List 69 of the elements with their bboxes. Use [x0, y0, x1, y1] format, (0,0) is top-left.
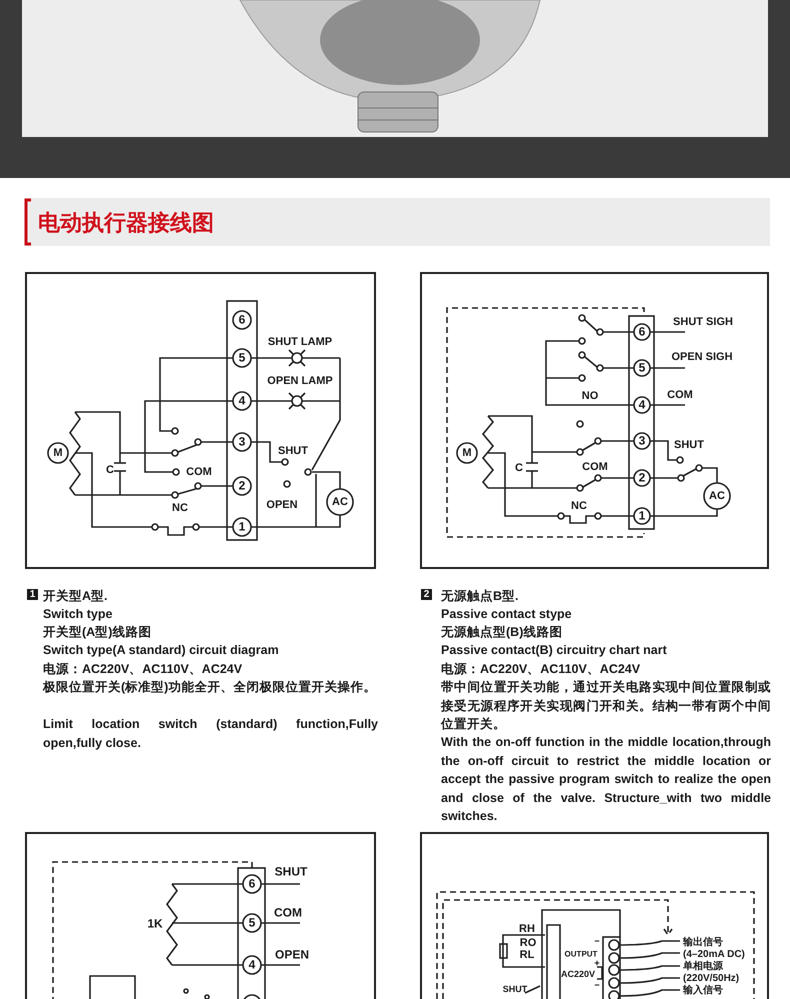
signal-label: COM: [667, 388, 693, 402]
signal-label: COM: [186, 466, 212, 478]
terminal-number: 5: [238, 351, 246, 365]
description-text: 电源：AC220V、AC110V、AC24V: [43, 661, 244, 678]
terminal-number: 6: [638, 325, 646, 339]
description-text: 带中间位置开关功能，通过开关电路实现中间位置限制或接受无源程序开关实现阀门开和关。结构一带有两个中间位置开关。: [441, 679, 771, 733]
signal-label: C: [515, 462, 523, 474]
signal-label: NC: [172, 502, 188, 514]
terminal-number: 5: [248, 916, 256, 930]
signal-label: SHUT SIGH: [673, 316, 733, 328]
signal-label: +: [594, 959, 600, 969]
component-symbol-label: M: [53, 446, 63, 460]
number-badge: 1: [27, 589, 38, 600]
description-text: Switch type: [43, 606, 114, 623]
description-text: Passive contact(B) circuitry chart nart: [441, 642, 668, 659]
description-text: 无源触点型(B)线路图: [441, 624, 564, 641]
terminal-number: 3: [638, 434, 646, 448]
terminal-number: 5: [638, 361, 646, 375]
terminal-number: 2: [238, 479, 246, 493]
description-text: 无源触点B型.: [441, 588, 520, 605]
description-text: 开关型(A型)线路图: [43, 624, 152, 641]
signal-label: RH: [519, 922, 535, 936]
signal-label: OPEN: [275, 948, 309, 962]
signal-label: −: [594, 981, 600, 991]
signal-label: SHUT: [278, 444, 308, 458]
description-text: 极限位置开关(标准型)功能全开、全闭极限位置开关操作。: [43, 679, 378, 696]
signal-description: (4–20mA DC): [683, 949, 745, 960]
signal-label: COM: [582, 460, 608, 474]
signal-label: C: [106, 464, 114, 476]
signal-label: −: [594, 937, 600, 947]
signal-description: 单相电源: [683, 961, 723, 972]
terminal-number: 2: [638, 471, 646, 485]
terminal-number: 1: [638, 509, 646, 523]
signal-description: 输入信号: [683, 985, 723, 996]
terminal-number: 1: [238, 520, 246, 534]
signal-label: AC220V: [560, 970, 596, 980]
terminal-number: 4: [248, 958, 256, 972]
terminal-number: 4: [638, 398, 646, 412]
description-text: 电源：AC220V、AC110V、AC24V: [441, 661, 642, 678]
description-text: With the on-off function in the middle location,through the on-off circuit to restrict the middle location or accept the passive program switch to realize the open and close of the valve. Structure_with two middle switches.: [441, 734, 771, 825]
signal-label: OPEN: [266, 498, 298, 512]
signal-description: (220V/50Hz): [683, 973, 740, 984]
terminal-number: 6: [248, 877, 256, 891]
signal-label: OPEN LAMP: [267, 374, 333, 388]
description-text: 开关型A型.: [43, 588, 108, 605]
signal-label: NC: [571, 500, 587, 512]
signal-label: COM: [274, 906, 302, 920]
signal-label: RL: [520, 948, 534, 962]
signal-label: NO: [582, 390, 598, 402]
signal-label: OUTPUT: [564, 950, 598, 960]
signal-description: 输出信号: [683, 937, 723, 948]
terminal-number: 6: [238, 313, 246, 327]
component-symbol-label: AC: [709, 490, 725, 502]
terminal-number: 4: [238, 394, 246, 408]
signal-label: 1K: [147, 917, 163, 931]
signal-label: SHUT: [274, 865, 308, 879]
section-title: 电动执行器接线图: [38, 209, 214, 237]
description-text: Limit location switch (standard) function,Fully open,fully close.: [43, 716, 378, 752]
component-symbol-label: M: [462, 446, 472, 460]
signal-label: SHUT LAMP: [268, 336, 332, 348]
signal-label: SHUT: [674, 438, 704, 452]
terminal-number: 3: [238, 435, 246, 449]
number-badge: 2: [421, 589, 432, 600]
component-symbol-label: AC: [332, 496, 348, 508]
description-text: Switch type(A standard) circuit diagram: [43, 642, 280, 659]
signal-label: OPEN SIGH: [671, 350, 733, 364]
signal-label: RO: [520, 936, 536, 950]
description-text: Passive contact stype: [441, 606, 573, 623]
signal-label: SHUT: [502, 985, 528, 995]
